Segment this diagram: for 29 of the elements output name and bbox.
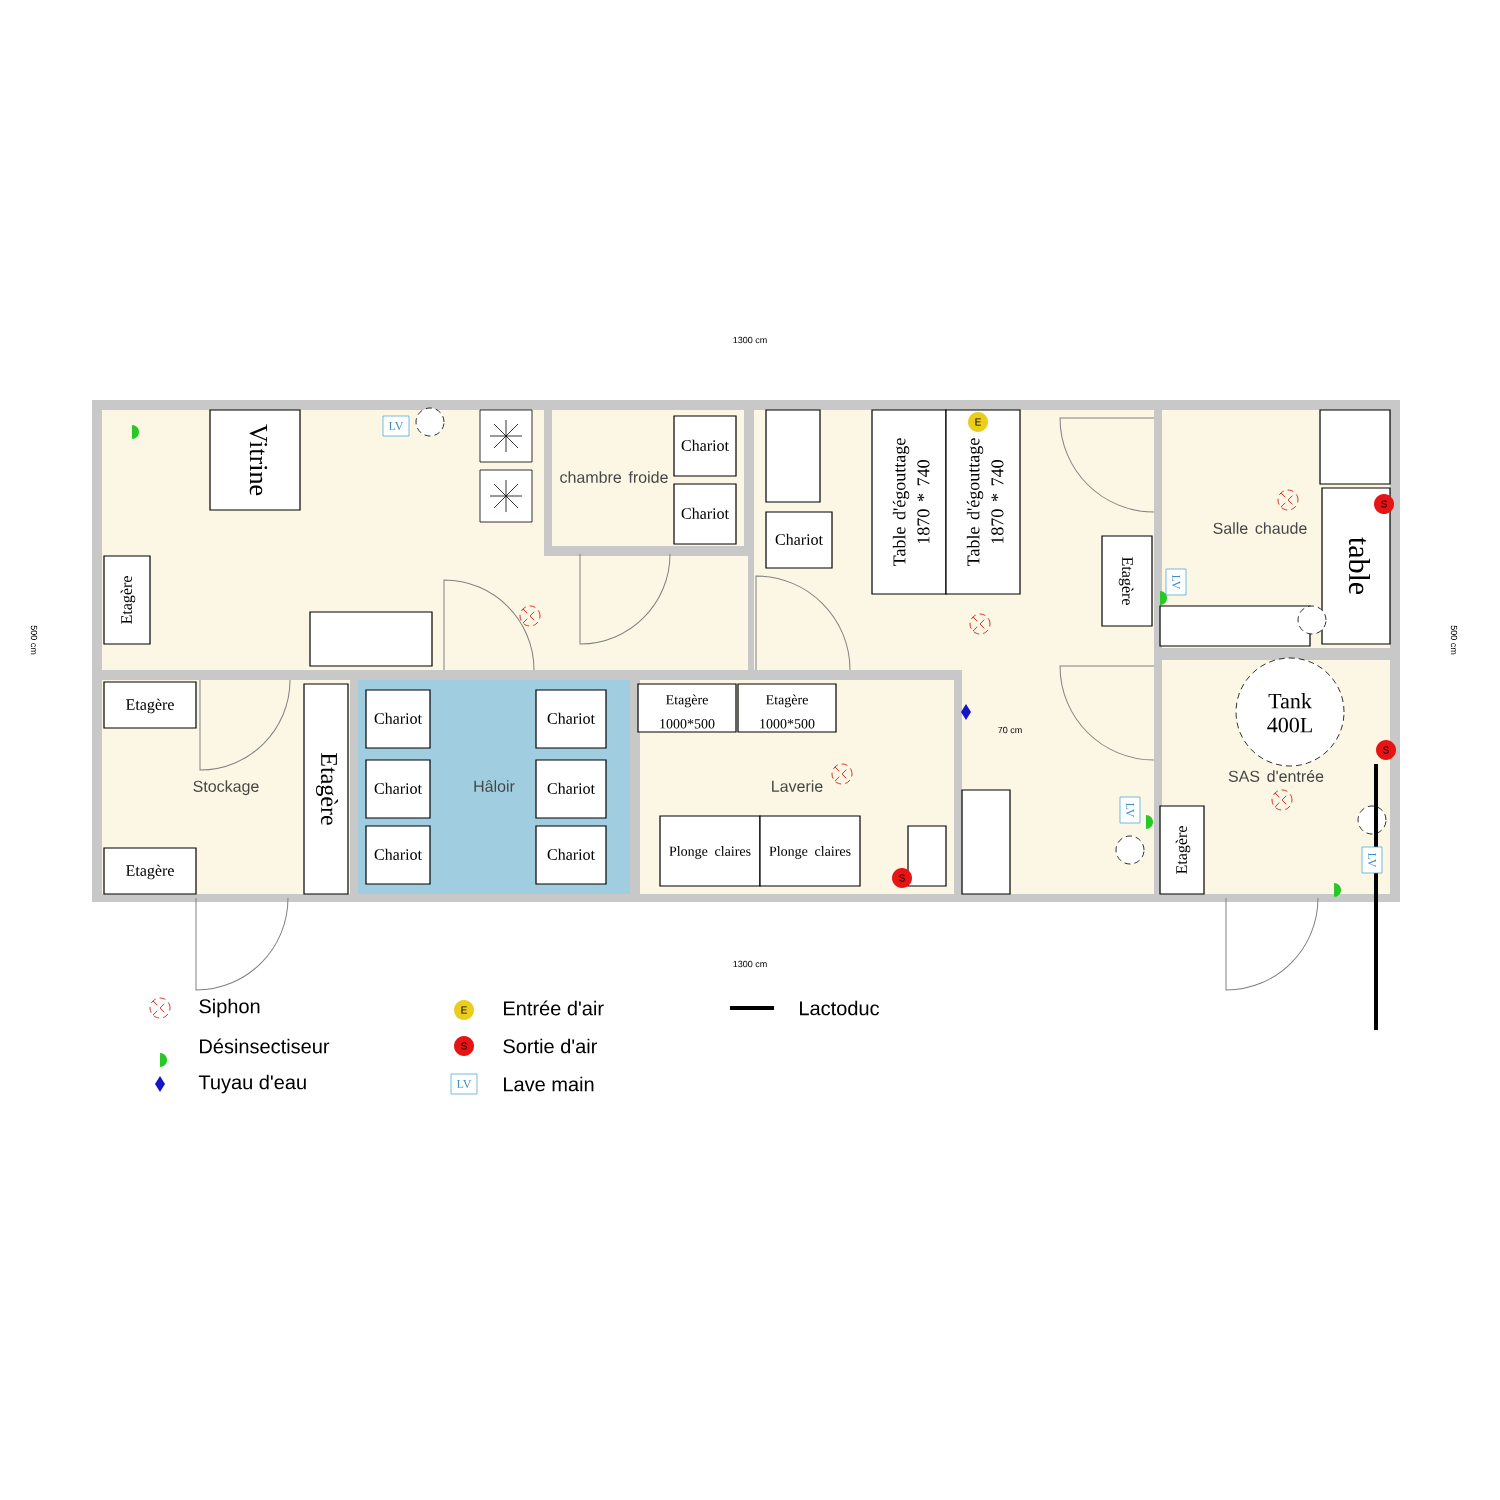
furniture-box: Chariot <box>365 825 431 885</box>
furniture-box: Etagère <box>1101 535 1153 627</box>
furniture-box: Etagère <box>1159 805 1205 895</box>
furniture-box: Etagère <box>103 681 197 729</box>
furniture-box <box>309 611 433 667</box>
furniture-box: Etagère <box>103 555 151 645</box>
legend-text: Siphon <box>199 998 260 1018</box>
furniture-box: Table d'égouttage 1870 * 740 <box>871 409 947 595</box>
furniture-box: Chariot <box>673 483 737 545</box>
furniture-box: Chariot <box>365 689 431 749</box>
furniture-box: Vitrine <box>209 409 301 511</box>
furniture-box: Etagère <box>103 847 197 895</box>
furniture-box: Chariot <box>673 415 737 477</box>
furniture-box <box>961 789 1011 895</box>
furniture-box <box>907 825 947 887</box>
furniture-box: Chariot <box>535 825 607 885</box>
legend-text: Sortie d'air <box>503 1038 597 1054</box>
legend-text: Lave main <box>504 1076 594 1092</box>
legend-text: Tuyau d'eau <box>198 1074 306 1094</box>
furniture-box: Chariot <box>535 689 607 749</box>
legend-text: Désinsectiseur <box>200 1038 330 1054</box>
furniture-box <box>1319 409 1391 485</box>
furniture-box: Chariot <box>765 511 833 569</box>
legend-text: Entrée d'air <box>504 1000 604 1016</box>
furniture-box: Etagère <box>303 683 349 895</box>
furniture-box: Chariot <box>365 759 431 819</box>
furniture-box: Chariot <box>535 759 607 819</box>
legend-text: Lactoduc <box>800 1000 880 1016</box>
furniture-box <box>765 409 821 503</box>
